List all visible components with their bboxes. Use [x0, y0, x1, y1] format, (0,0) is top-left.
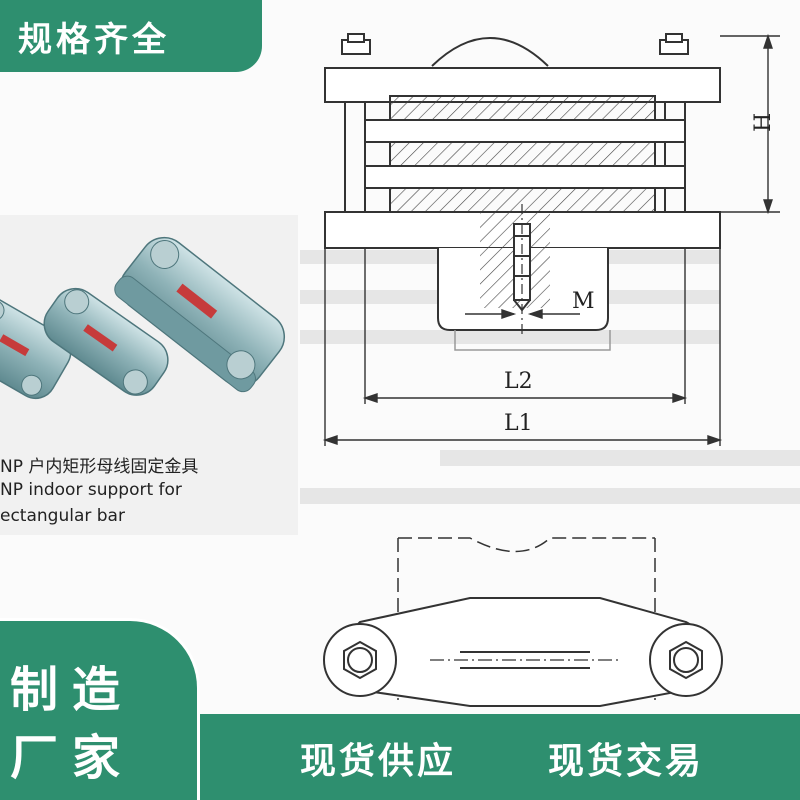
photo-caption-en-1: NP indoor support for: [0, 480, 182, 500]
dimension-lines: [322, 33, 780, 446]
front-elevation: [324, 33, 721, 351]
manufacturer-text-line2: 厂家: [10, 730, 135, 786]
photo-caption-en-2: ectangular bar: [0, 506, 125, 526]
banner-text-in-stock: 现货供应: [300, 741, 457, 782]
photo-caption-cn: NP 户内矩形母线固定金具: [0, 457, 199, 477]
badge-text-full-specs: 规格齐全: [18, 19, 170, 60]
manufacturer-text-line1: 制造: [10, 662, 135, 718]
dimension-label-h: H: [751, 113, 776, 132]
top-view: [323, 537, 723, 707]
product-photo: [0, 236, 286, 400]
top-left-badge: 规格齐全: [0, 0, 262, 72]
faint-background-text: [300, 250, 800, 504]
manufacturer-badge: [0, 618, 200, 800]
dimension-label-m: M: [572, 289, 595, 314]
dimension-label-l1: L1: [504, 411, 533, 436]
banner-text-trading: 现货交易: [548, 741, 705, 782]
dimension-label-l2: L2: [504, 369, 533, 394]
